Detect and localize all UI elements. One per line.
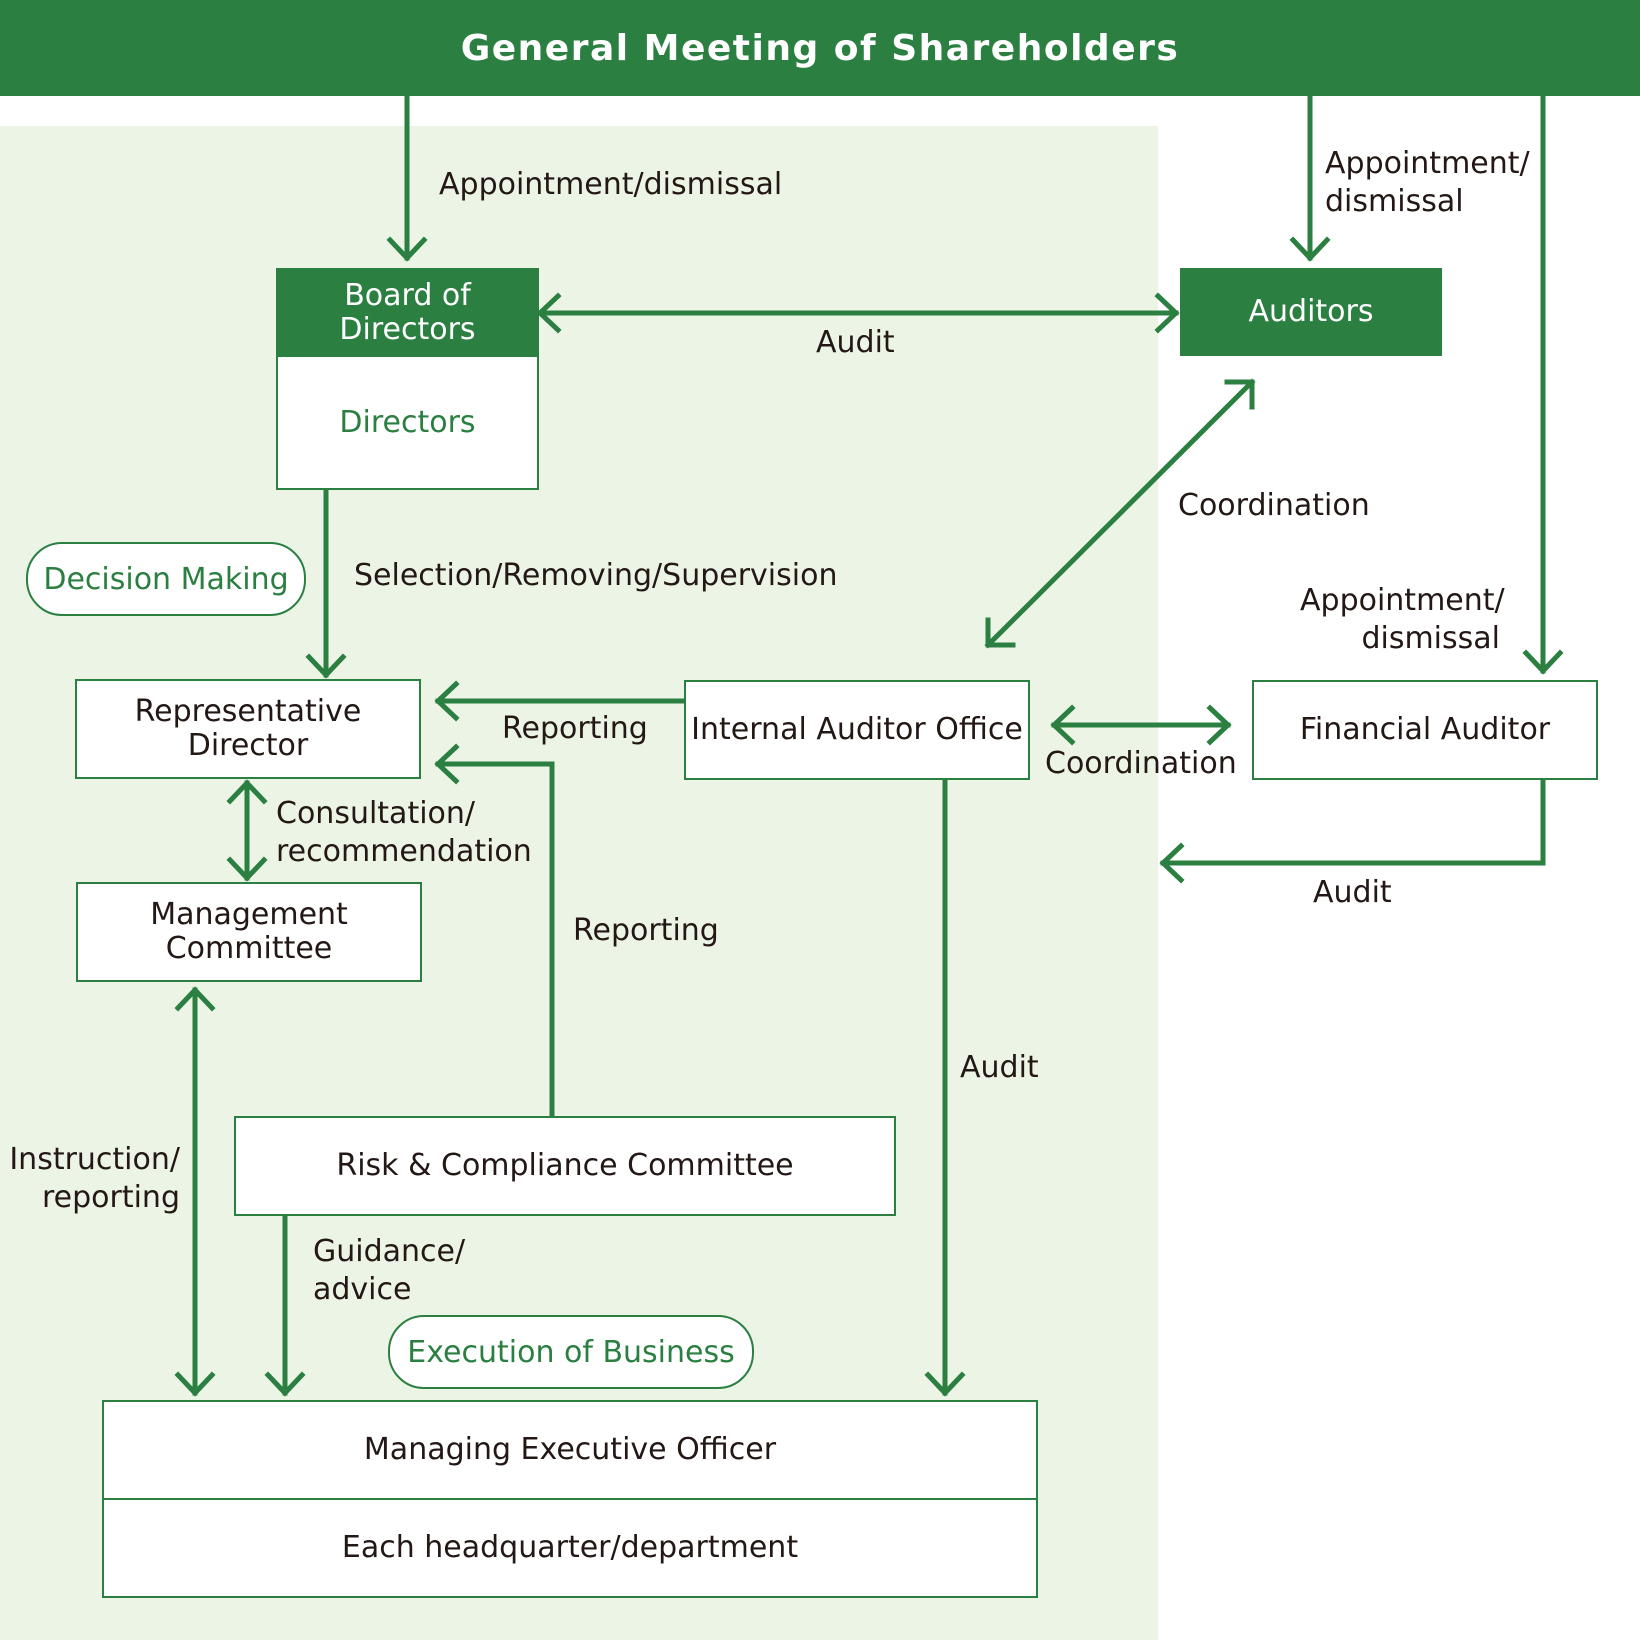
audit-board-auditors-label: Audit [816, 325, 895, 360]
reporting-risk-arrowhead [434, 743, 460, 785]
coordination-diagonal-line [984, 378, 1256, 649]
decision-making-pill: Decision Making [26, 542, 306, 616]
coordination-auditors-label: Coordination [1178, 488, 1370, 523]
reporting-risk-line [435, 761, 555, 1120]
audit-fa-arrowhead [1159, 842, 1185, 884]
representative-director-box: Representative Director [75, 679, 421, 779]
reporting-iao-arrowhead [434, 680, 460, 722]
audit-board-arrowhead [536, 292, 562, 334]
audit-iao-label: Audit [960, 1050, 1039, 1085]
appointment-financial-label: Appointment/ dismissal [1300, 583, 1505, 657]
audit-iao-arrowhead [924, 1371, 966, 1397]
consultation-label: Consultation/ recommendation [276, 796, 532, 870]
appointment-auditors-label: Appointment/ dismissal [1325, 146, 1530, 220]
coordination-iao-arrowhead [1050, 704, 1076, 746]
auditors-box: Auditors [1180, 268, 1442, 356]
coordination-top-arrowhead [1224, 379, 1255, 410]
guidance-label: Guidance/ advice [313, 1234, 466, 1308]
general-meeting-header: General Meeting of Shareholders [0, 0, 1640, 96]
board-of-directors-box: Board of Directors [276, 268, 539, 357]
appointment-financial-arrowhead [1522, 649, 1564, 675]
each-headquarter-box: Each headquarter/department [102, 1498, 1038, 1598]
reporting-risk-label: Reporting [573, 913, 719, 948]
instruction-label: Instruction/ reporting [9, 1142, 180, 1216]
audit-auditors-arrowhead [1154, 292, 1180, 334]
appointment-auditors-arrowhead [1289, 236, 1331, 262]
financial-auditor-box: Financial Auditor [1252, 680, 1598, 780]
coordination-iao-fa-label: Coordination [1045, 746, 1237, 781]
selection-label: Selection/Removing/Supervision [354, 558, 838, 593]
management-committee-box: Management Committee [76, 882, 422, 982]
reporting-iao-label: Reporting [502, 711, 648, 746]
appointment-board-label: Appointment/dismissal [439, 167, 783, 202]
guidance-arrowhead [264, 1371, 306, 1397]
instruction-bottom-arrowhead [174, 1371, 216, 1397]
coordination-bottom-arrowhead [985, 617, 1016, 648]
consultation-top-arrowhead [226, 779, 268, 805]
instruction-top-arrowhead [174, 986, 216, 1012]
execution-of-business-pill: Execution of Business [388, 1315, 754, 1389]
audit-fa-line [1160, 778, 1546, 866]
appointment-board-arrowhead [386, 236, 428, 262]
risk-compliance-committee-box: Risk & Compliance Committee [234, 1116, 896, 1216]
audit-fa-label: Audit [1313, 875, 1392, 910]
internal-auditor-office-box: Internal Auditor Office [684, 680, 1030, 780]
directors-box: Directors [276, 355, 539, 490]
selection-arrowhead [305, 653, 347, 679]
coordination-fa-arrowhead [1206, 704, 1232, 746]
managing-executive-officer-box: Managing Executive Officer [102, 1400, 1038, 1500]
consultation-bottom-arrowhead [226, 856, 268, 882]
